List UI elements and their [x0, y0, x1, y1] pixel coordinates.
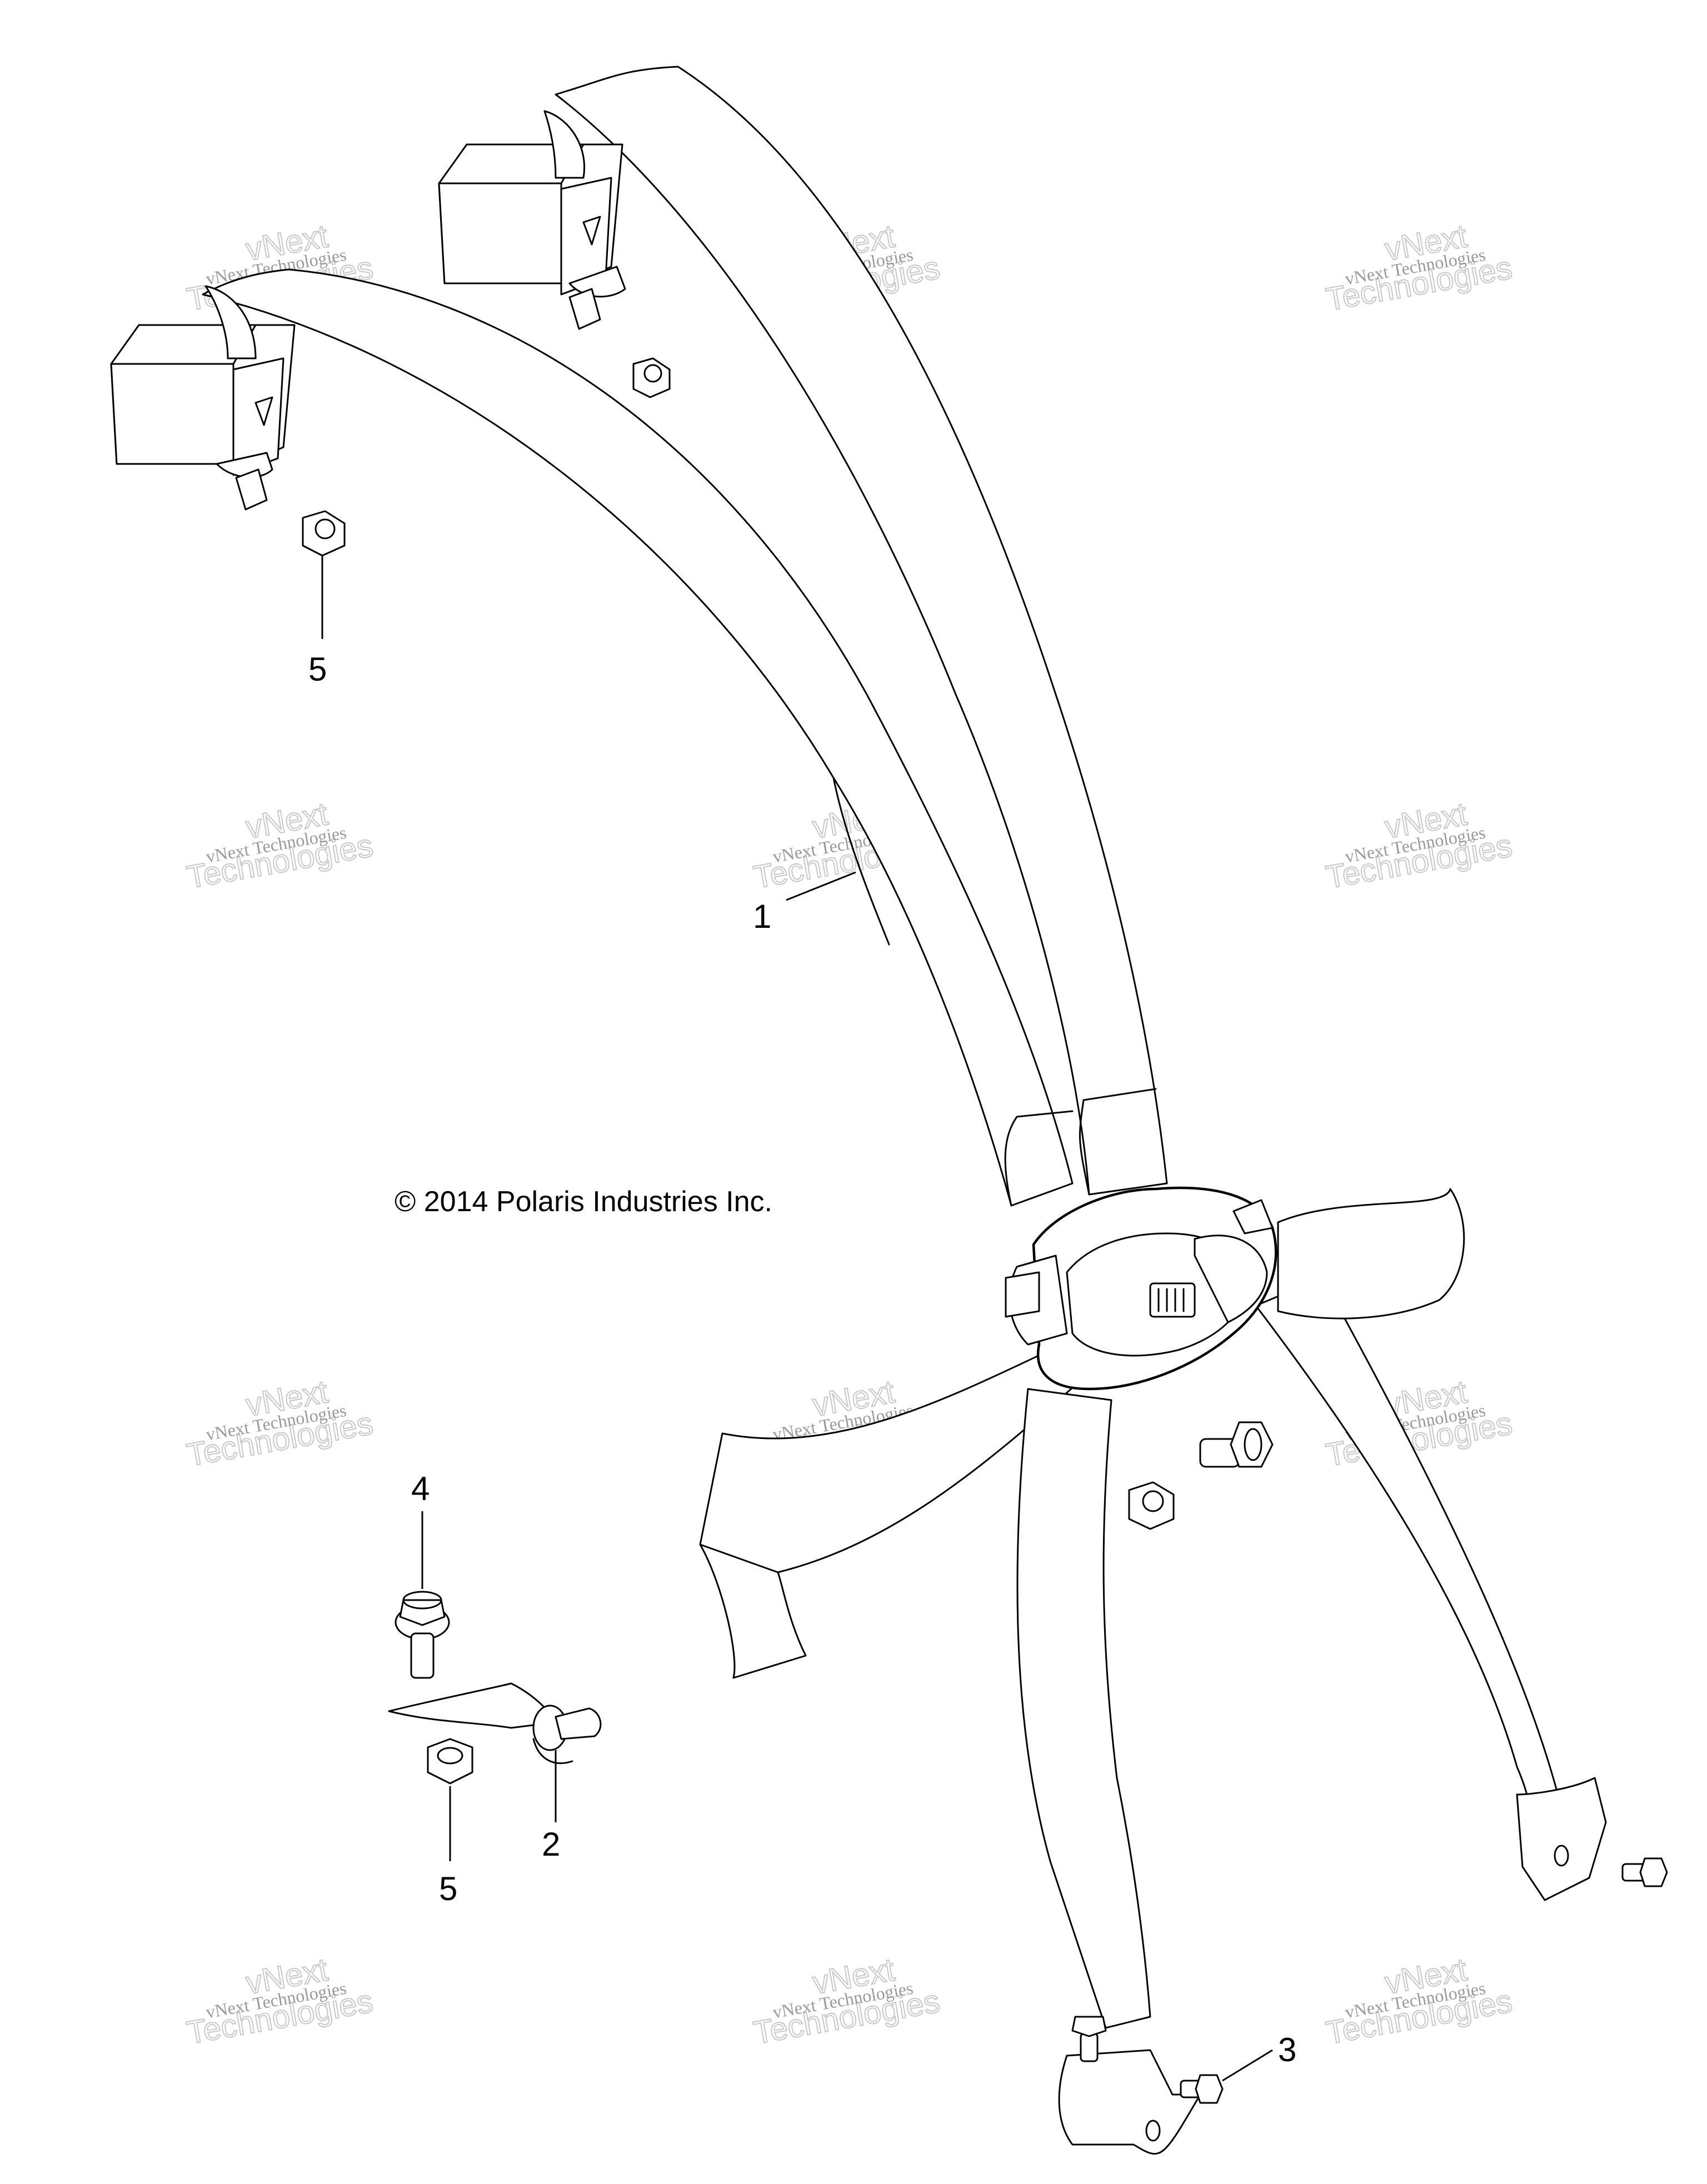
buckle-nut [1128, 1481, 1175, 1530]
watermark: Technologies vNext vNext Technologies [1322, 795, 1515, 896]
bolt-part-4 [395, 1591, 450, 1679]
left-retractor [110, 285, 296, 511]
right-retractor [438, 110, 626, 330]
watermarks: Technologies vNext vNext Technologies Te… [183, 217, 1515, 2052]
watermark: Technologies vNext vNext Technologies [183, 795, 376, 896]
anchor-plate-part-2 [388, 1682, 602, 1765]
bolt-part-3 [1180, 2074, 1224, 2104]
bolt-lower-anchor [1071, 2016, 1107, 2062]
watermark: Technologies vNext vNext Technologies [750, 1951, 943, 2052]
side-anchor-bracket [1516, 1777, 1607, 1901]
callout-5-lower: 5 [439, 1870, 457, 1907]
retractor-nut-left [302, 510, 346, 557]
callout-5-upper: 5 [308, 651, 327, 688]
watermark: Technologies vNext vNext Technologies [183, 1373, 376, 1474]
callout-1: 1 [753, 898, 771, 935]
copyright-notice: © 2014 Polaris Industries Inc. [395, 1186, 772, 1218]
right-lap-strap [1255, 1188, 1568, 1846]
callout-4: 4 [411, 1470, 430, 1507]
nut-part-5-lower [427, 1738, 473, 1785]
callout-2: 2 [542, 1826, 560, 1863]
crotch-strap [1016, 1388, 1151, 2029]
retractor-nut-right [632, 357, 671, 398]
leader-lines [321, 556, 1273, 2082]
bolt-side-anchor [1621, 1857, 1668, 1887]
left-shoulder-strap [202, 268, 1074, 1207]
lower-anchor-bracket [1058, 2049, 1201, 2155]
buckle-bolt [1199, 1421, 1274, 1468]
buckle-assembly [1005, 1186, 1277, 1391]
right-shoulder-strap [555, 66, 1168, 1196]
callouts: 1 2 3 4 5 5 [308, 651, 1296, 2068]
watermark: Technologies vNext vNext Technologies [1322, 217, 1515, 318]
watermark: Technologies vNext vNext Technologies [1322, 1951, 1515, 2052]
left-lap-strap [699, 1349, 1085, 1679]
callout-3: 3 [1278, 2031, 1296, 2068]
watermark: Technologies vNext vNext Technologies [183, 1951, 376, 2052]
